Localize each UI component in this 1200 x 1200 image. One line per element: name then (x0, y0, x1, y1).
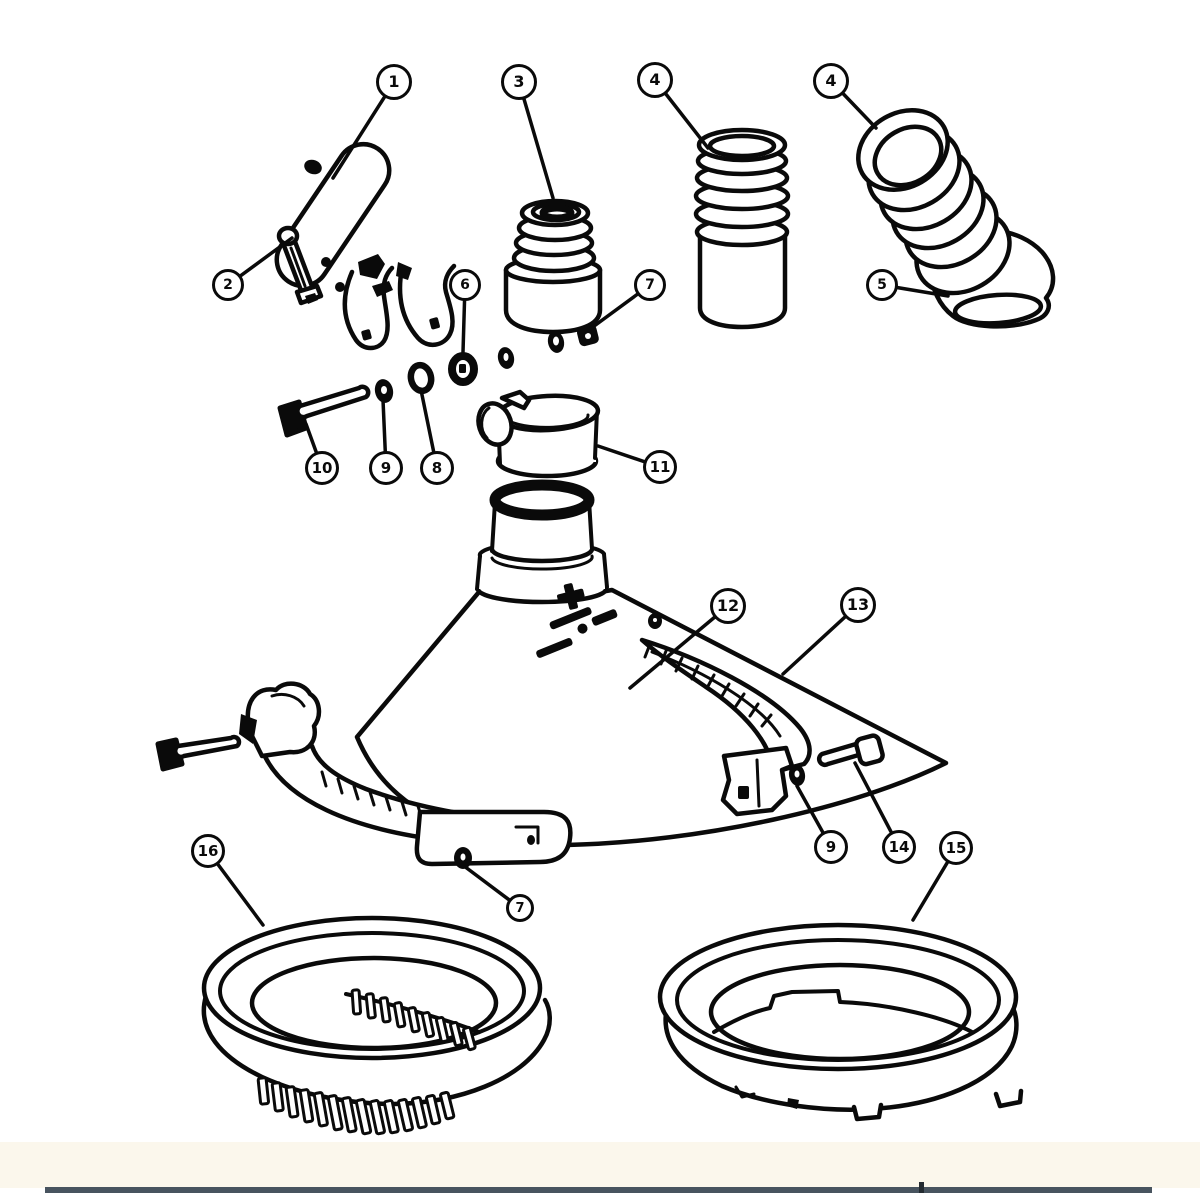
paper-tint-strip (0, 1142, 1200, 1188)
callout-3: 3 (501, 64, 537, 100)
callout-8: 8 (420, 451, 454, 485)
leader-line (331, 80, 396, 180)
callout-6: 6 (449, 269, 481, 301)
cone-hood-body (354, 479, 949, 848)
washer-part9-bottom (788, 764, 806, 786)
bolt-part10 (277, 384, 371, 438)
callout-12: 12 (710, 588, 746, 624)
callout-10: 10 (305, 451, 339, 485)
callout-7: 7 (634, 269, 666, 301)
callout-16: 16 (191, 834, 225, 868)
callout-7: 7 (506, 894, 534, 922)
hardware-row (448, 324, 599, 386)
bolt-part14 (816, 733, 885, 768)
callout-2: 2 (212, 269, 244, 301)
brush-ring-part16 (201, 915, 552, 1136)
bolt-left (155, 734, 242, 772)
callout-1: 1 (376, 64, 412, 100)
lock-nut-part7-bottom (454, 847, 472, 869)
hose-adapter-part3 (503, 198, 603, 335)
leader-line (517, 80, 555, 200)
hose-cuff-straight-part4 (693, 127, 791, 330)
callout-11: 11 (643, 450, 677, 484)
callout-15: 15 (939, 831, 973, 865)
spring-pin-part2 (276, 225, 324, 306)
hose-cuff-angled-part4-part5 (856, 108, 1056, 329)
callout-9: 9 (369, 451, 403, 485)
callout-9: 9 (814, 830, 848, 864)
callout-13: 13 (840, 587, 876, 623)
handle-lever-part1 (274, 141, 457, 351)
clamp-band-left-part13 (155, 681, 573, 869)
washer-part8 (407, 361, 435, 395)
leader-lines (206, 78, 958, 927)
callout-5: 5 (866, 269, 898, 301)
callout-4: 4 (637, 62, 673, 98)
clamp-band-right-part13 (639, 637, 885, 817)
screw-part12 (648, 613, 662, 629)
washer-part9 (374, 379, 394, 403)
brand-stamp-icon (536, 583, 618, 658)
clamp-collar-part11 (476, 389, 601, 479)
callout-14: 14 (882, 830, 916, 864)
table-top-border (45, 1187, 1152, 1193)
retaining-ring-part15 (657, 922, 1024, 1122)
leader-line (628, 604, 730, 690)
table-column-divider (919, 1182, 924, 1193)
callout-4: 4 (813, 63, 849, 99)
